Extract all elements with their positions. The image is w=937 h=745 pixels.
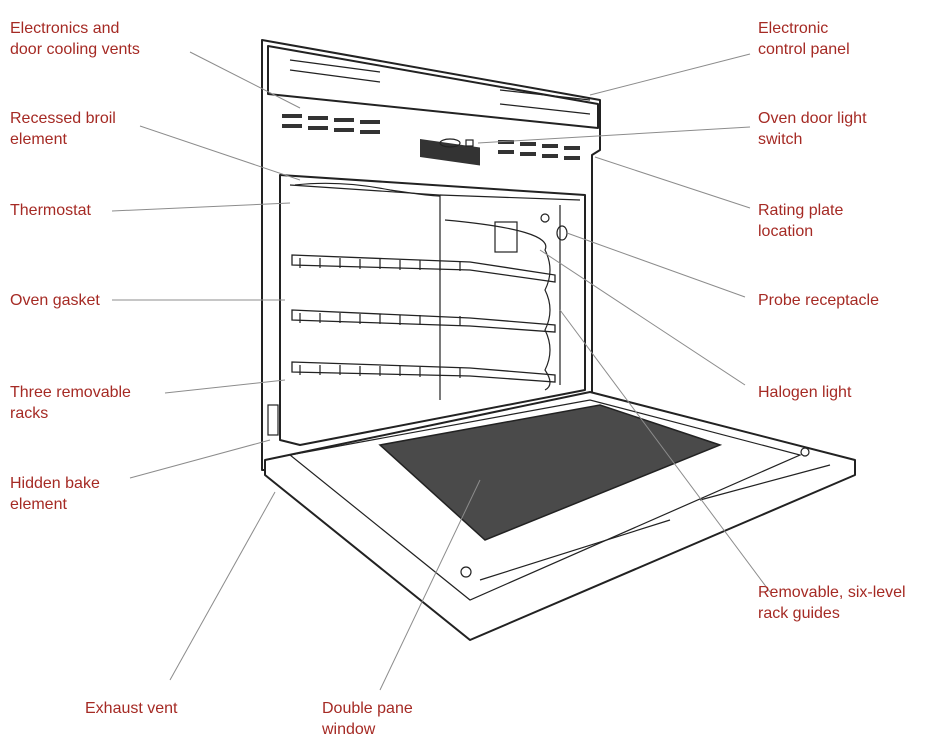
label-electronics-vents: Electronics and door cooling vents [10,20,140,58]
oven-cavity [279,174,586,446]
label-removable-racks: Three removable racks [10,384,131,422]
label-oven-gasket: Oven gasket [10,292,100,309]
exhaust-vent [267,404,279,436]
label-rating-plate: Rating plate location [758,202,844,240]
leader-lines [111,51,771,691]
control-panel [267,45,599,129]
guide-screw [540,213,550,223]
broil-element [294,182,441,197]
rack-guides [444,219,551,391]
label-door-light-switch: Oven door light switch [758,110,867,148]
label-probe-receptacle: Probe receptacle [758,292,879,309]
window-glass [378,404,723,541]
door-screw-left [460,566,472,578]
control-buttons [289,59,591,115]
door-vent-slots [479,464,831,581]
label-control-panel: Electronic control panel [758,20,850,58]
label-double-pane-window: Double pane window [322,700,413,738]
label-broil-element: Recessed broil element [10,110,116,148]
cavity-walls [289,184,581,400]
label-thermostat: Thermostat [10,202,91,219]
racks [291,254,556,383]
door-inner-frame [288,399,802,601]
label-halogen-light: Halogen light [758,384,852,401]
door-light-switch [439,138,461,148]
label-bake-element: Hidden bake element [10,475,100,513]
display-window [420,139,480,166]
halogen-light-housing [494,221,518,253]
label-rack-guides: Removable, six-level rack guides [758,584,906,622]
cooling-vents [282,114,580,160]
door-screw-right [800,447,810,457]
label-exhaust-vent: Exhaust vent [85,700,178,717]
switch-button [465,139,474,147]
